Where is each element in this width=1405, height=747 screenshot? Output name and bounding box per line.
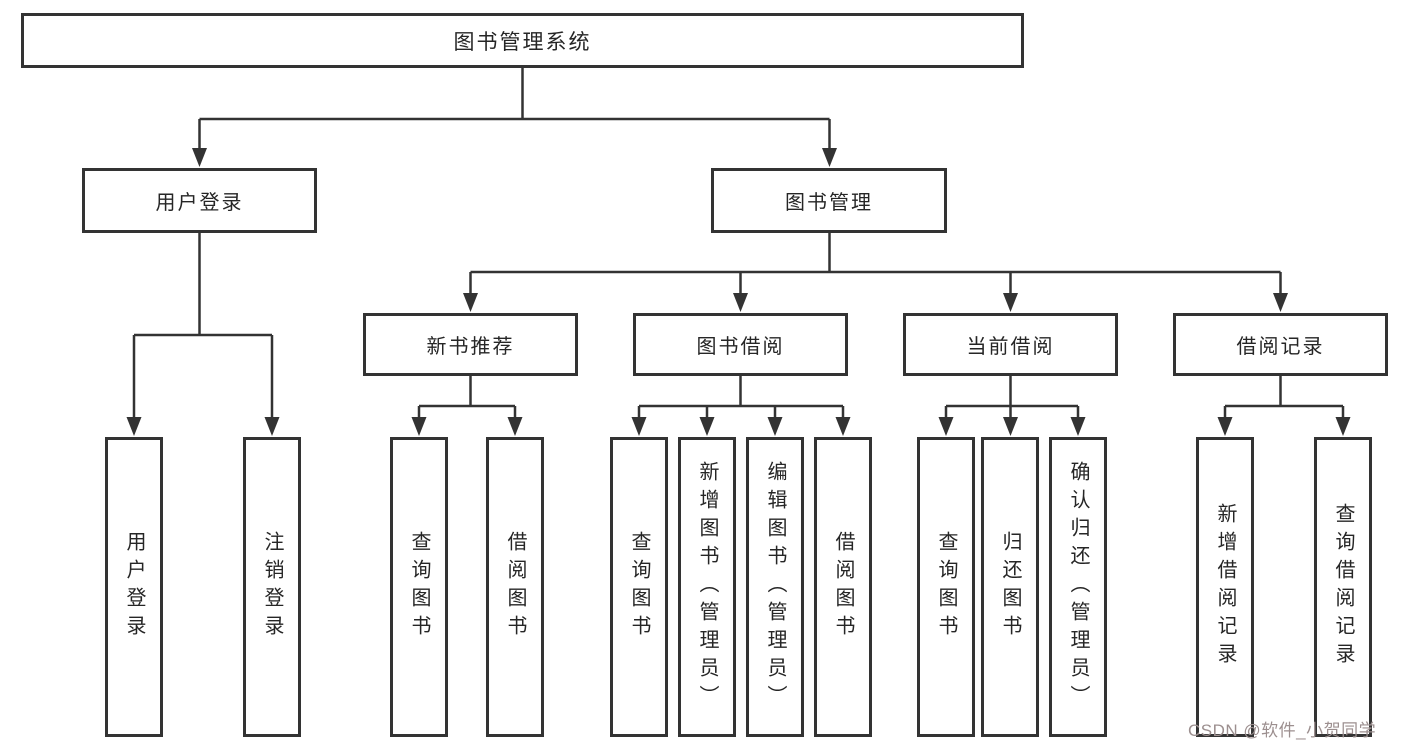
leaf-query-books-recommend: 查询图书 [390,437,448,737]
node-book-management: 图书管理 [711,168,947,233]
connector-borrowing-records-to-leaves [1217,376,1351,436]
leaf-return-books: 归还图书 [981,437,1039,737]
connector-root-to-level2 [192,68,837,167]
leaf-label: 归还图书 [999,531,1021,643]
arrowhead [192,148,207,167]
arrowhead [1217,417,1233,436]
leaf-label: 新增图书（管理员） [696,461,718,713]
leaf-confirm-return-admin: 确认归还（管理员） [1049,437,1107,737]
leaf-user-login: 用户登录 [105,437,163,737]
leaf-query-books-current: 查询图书 [917,437,975,737]
arrowhead [822,148,837,167]
leaf-label: 新增借阅记录 [1214,503,1236,671]
arrowhead [631,417,647,436]
node-library-management-system: 图书管理系统 [21,13,1024,68]
node-borrowing-records: 借阅记录 [1173,313,1388,376]
leaf-label: 注销登录 [261,531,283,643]
leaf-label: 查询图书 [935,531,957,643]
leaf-label: 确认归还（管理员） [1067,461,1089,713]
leaf-label: 用户登录 [123,531,145,643]
leaf-label: 借阅图书 [832,531,854,643]
leaf-label: 查询借阅记录 [1332,503,1354,671]
leaf-edit-book-admin: 编辑图书（管理员） [746,437,804,737]
connector-book-management-to-level3 [463,233,1288,312]
arrowhead [733,293,748,312]
leaf-borrow-books-borrowing: 借阅图书 [814,437,872,737]
arrowhead [835,417,851,436]
arrowhead [1003,417,1018,436]
arrowhead [1070,417,1086,436]
arrowhead [1273,293,1288,312]
arrowhead [411,417,427,436]
arrowhead [938,417,954,436]
leaf-label: 查询图书 [628,531,650,643]
leaf-query-books-borrowing: 查询图书 [610,437,668,737]
leaf-label: 查询图书 [408,531,430,643]
arrowhead [264,417,280,436]
node-user-login: 用户登录 [82,168,317,233]
arrowhead [463,293,478,312]
csdn-watermark: CSDN @软件_小贺同学 [1188,721,1377,740]
connector-book-borrowing-to-leaves [631,376,851,436]
arrowhead [507,417,523,436]
leaf-query-borrow-record: 查询借阅记录 [1314,437,1372,737]
node-book-borrowing: 图书借阅 [633,313,848,376]
arrowhead [1335,417,1351,436]
node-new-book-recommend: 新书推荐 [363,313,578,376]
leaf-borrow-books-recommend: 借阅图书 [486,437,544,737]
node-current-borrowing: 当前借阅 [903,313,1118,376]
connector-current-borrowing-to-leaves [938,376,1086,436]
leaf-add-borrow-record: 新增借阅记录 [1196,437,1254,737]
leaf-logout: 注销登录 [243,437,301,737]
arrowhead [767,417,783,436]
arrowhead [699,417,715,436]
connector-new-book-recommend-to-leaves [411,376,523,436]
connector-user-login-to-leaves [126,233,280,436]
arrowhead [126,417,142,436]
leaf-label: 编辑图书（管理员） [764,461,786,713]
leaf-label: 借阅图书 [504,531,526,643]
leaf-add-book-admin: 新增图书（管理员） [678,437,736,737]
arrowhead [1003,293,1018,312]
